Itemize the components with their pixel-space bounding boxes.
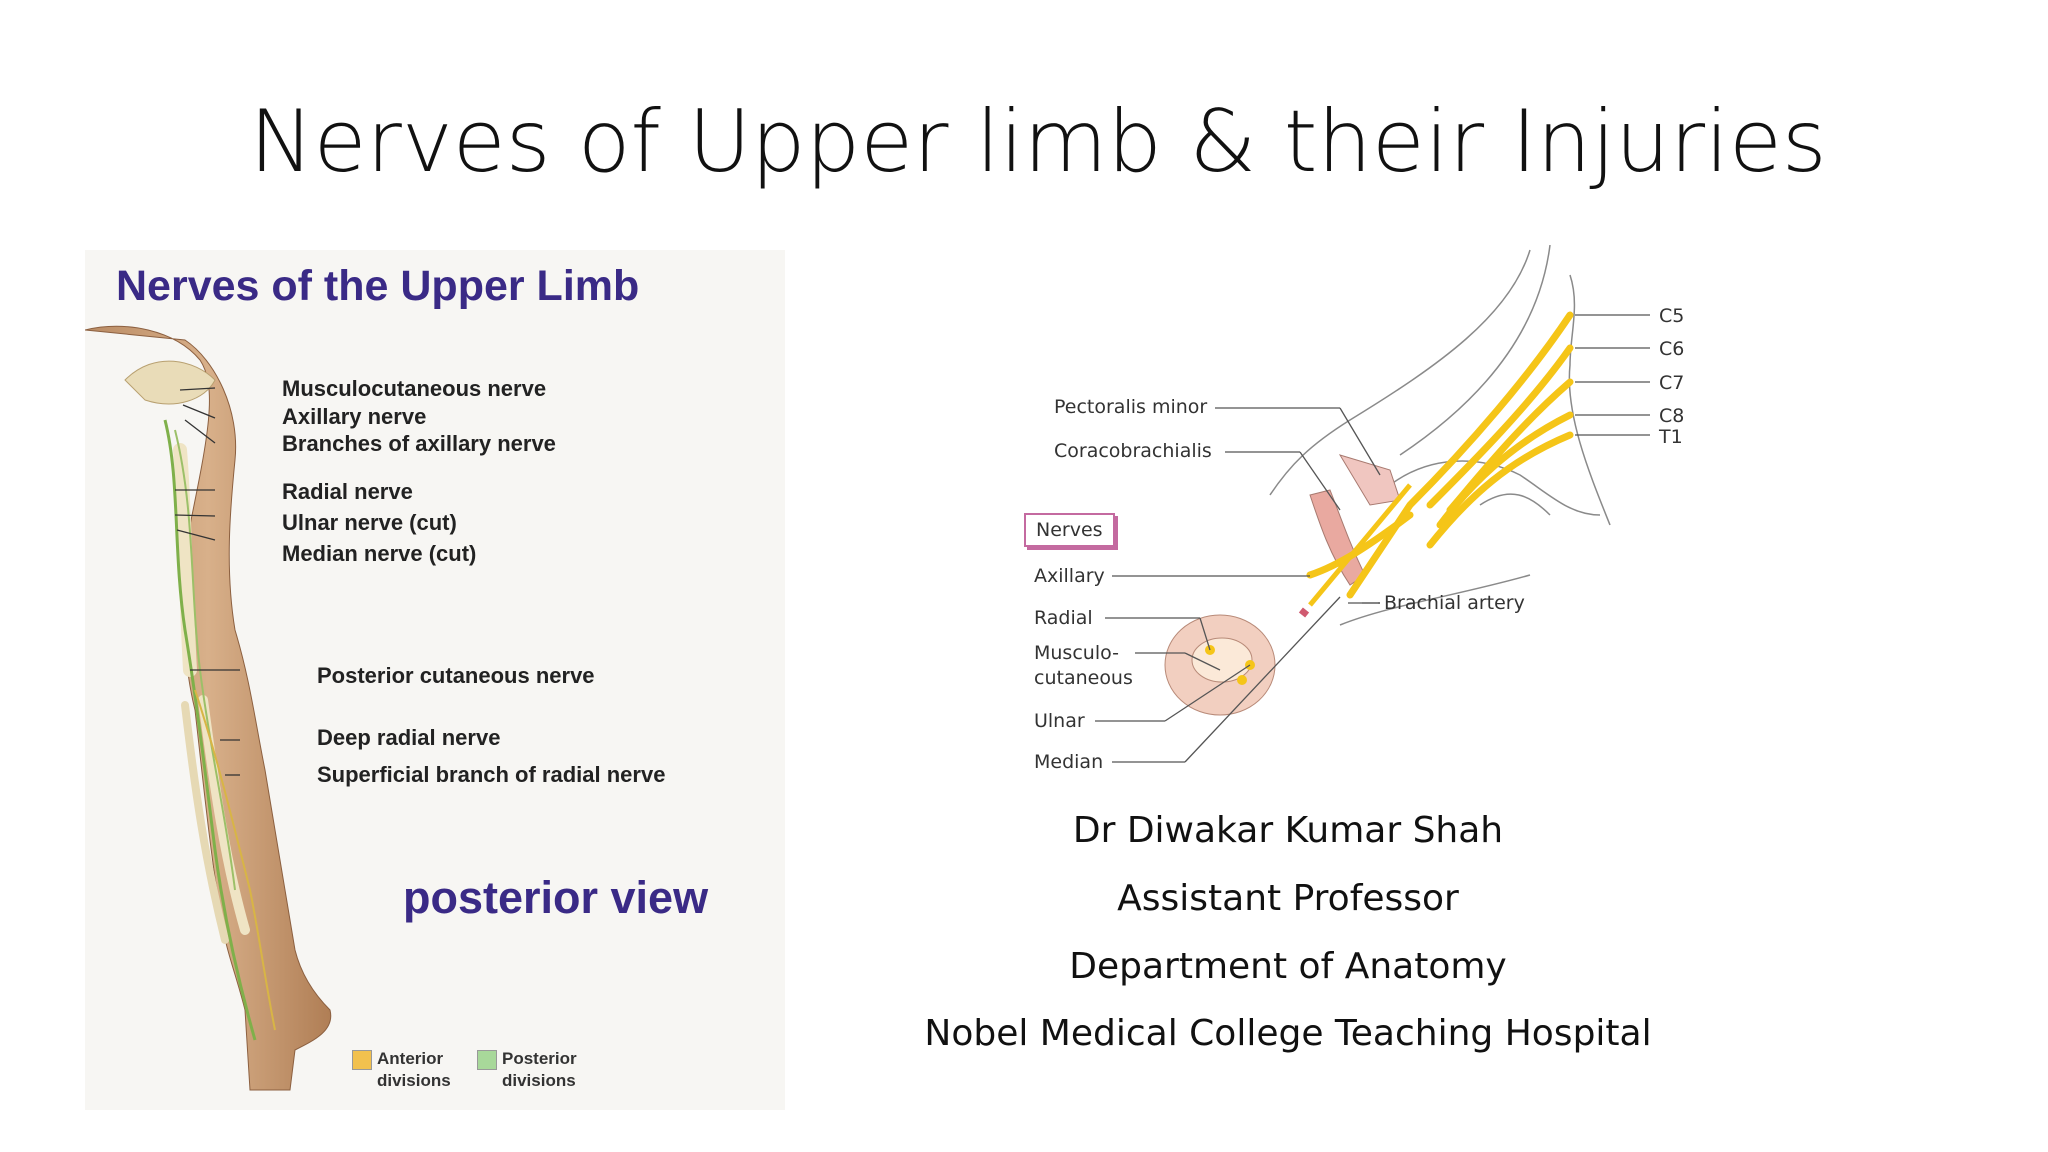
label-deep-radial-nerve: Deep radial nerve [317,725,501,750]
label-cutaneous: cutaneous [1034,667,1133,689]
author-department: Department of Anatomy [1069,946,1507,987]
author-institution: Nobel Medical College Teaching Hospital [924,1013,1652,1054]
root-label-c7: C7 [1659,372,1685,394]
label-brachial-artery: Brachial artery [1384,592,1525,614]
nerves-box-label: Nerves [1036,519,1103,541]
posterior-divisions-swatch [477,1050,497,1070]
upper-limb-nerves-figure: Nerves of the Upper Limb [85,250,785,1110]
label-superficial-radial-nerve: Superficial branch of radial nerve [317,762,666,787]
label-musculo: Musculo- [1034,642,1119,664]
label-posterior-cutaneous-nerve: Posterior cutaneous nerve [317,663,595,688]
nerves-legend-box: Nerves [1024,513,1115,547]
label-coracobrachialis: Coracobrachialis [1054,440,1212,462]
anterior-divisions-swatch [352,1050,372,1070]
label-radial-nerve: Radial nerve [282,479,413,504]
slide-title: Nerves of Upper limb & their Injuries [249,92,1827,192]
label-median-nerve: Median nerve (cut) [282,541,477,566]
root-label-c6: C6 [1659,338,1685,360]
brachial-plexus-figure: C5 C6 C7 C8 T1 Pectoralis minor Coracobr… [1010,245,1710,785]
brachial-plexus-illustration [1095,245,1650,763]
root-label-c8: C8 [1659,405,1685,427]
label-ulnar: Ulnar [1034,710,1085,732]
label-pectoralis-minor: Pectoralis minor [1054,396,1208,418]
label-branches-axillary-nerve: Branches of axillary nerve [282,431,556,456]
anterior-divisions-label: Anterior divisions [377,1049,451,1090]
label-axillary: Axillary [1034,565,1105,587]
figure-heading: Nerves of the Upper Limb [116,262,640,310]
author-position: Assistant Professor [1117,878,1459,919]
label-axillary-nerve: Axillary nerve [282,404,427,429]
label-radial: Radial [1034,607,1093,629]
root-label-c5: C5 [1659,305,1685,327]
arm-illustration [85,325,332,1091]
posterior-view-label: posterior view [403,872,709,923]
label-musculocutaneous-nerve: Musculocutaneous nerve [282,376,547,401]
label-ulnar-nerve: Ulnar nerve (cut) [282,510,457,535]
label-median: Median [1034,751,1104,773]
author-name: Dr Diwakar Kumar Shah [1072,810,1504,851]
root-label-t1: T1 [1659,426,1683,448]
posterior-divisions-label: Posterior divisions [502,1049,577,1090]
